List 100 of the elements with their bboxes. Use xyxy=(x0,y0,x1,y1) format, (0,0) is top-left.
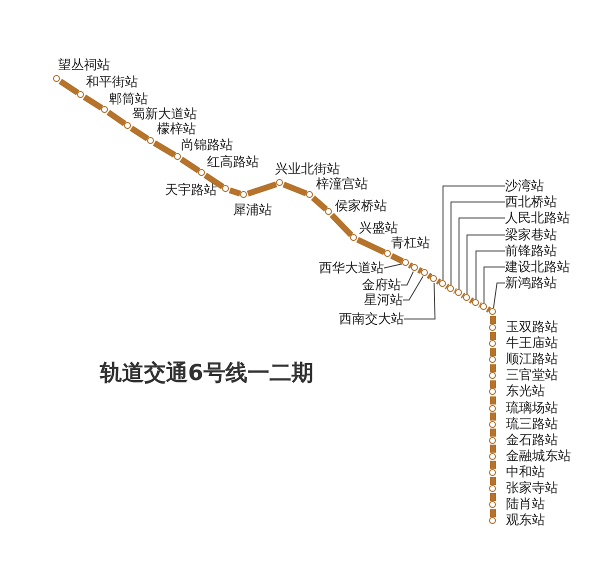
station-name: 金石路站 xyxy=(506,432,558,448)
rail-line-segment xyxy=(82,94,104,110)
station-dot xyxy=(101,106,108,113)
rail-line-segment xyxy=(228,187,242,197)
rail-line-segment xyxy=(180,156,200,174)
rail-line-segment xyxy=(282,182,308,196)
rail-line-segment xyxy=(490,348,496,356)
station-name: 和平街站 xyxy=(86,75,138,90)
station-name: 陆肖站 xyxy=(506,497,545,512)
station-dot xyxy=(489,308,496,315)
leader-line xyxy=(466,234,506,294)
leader-line xyxy=(400,271,414,286)
station-name: 梓潼宫站 xyxy=(316,177,368,192)
station-name: 侯家桥站 xyxy=(335,199,387,214)
station-dot xyxy=(489,404,496,412)
station-dot xyxy=(384,250,391,257)
station-name: 天宇路站 xyxy=(165,183,217,198)
station-dot xyxy=(480,303,487,310)
station-name: 郫筒站 xyxy=(109,92,148,107)
station-dot xyxy=(402,259,409,266)
station-name: 望丛祠站 xyxy=(58,58,110,73)
station-dot xyxy=(489,517,496,524)
station-dot xyxy=(489,485,496,492)
leader-line xyxy=(476,250,506,300)
station-dot xyxy=(489,420,496,428)
rail-line-segment xyxy=(486,306,492,313)
station-name: 兴盛站 xyxy=(359,221,398,236)
station-dot xyxy=(325,208,332,215)
station-dot xyxy=(222,185,229,192)
station-dot xyxy=(463,294,470,301)
station-name: 顺江路站 xyxy=(506,352,558,368)
station-name: 红高路站 xyxy=(207,155,259,170)
station-name: 金融城东站 xyxy=(506,448,571,464)
station-name: 玉双路站 xyxy=(506,320,558,335)
station-name: 尚锦路站 xyxy=(181,138,233,153)
station-label: 前锋路站 xyxy=(505,244,557,258)
station-dot xyxy=(411,264,418,271)
leader-line xyxy=(402,276,424,300)
rail-line-segment xyxy=(417,267,423,274)
station-dot xyxy=(455,289,462,296)
station-name: 青杠站 xyxy=(391,236,430,251)
leader-line xyxy=(384,263,403,268)
rail-line-segment xyxy=(468,297,474,304)
rail-line-segment xyxy=(490,396,496,404)
station-dot xyxy=(306,191,313,198)
rail-line-segment xyxy=(490,316,496,324)
station-dot xyxy=(276,179,283,186)
station-dot xyxy=(489,501,496,508)
rail-line-segment xyxy=(490,332,496,340)
station-label: 金府站 xyxy=(362,278,401,292)
station-label: 西北桥站 xyxy=(505,194,557,210)
station-name: 东光站 xyxy=(506,384,545,400)
station-dot xyxy=(430,275,437,282)
station-dot xyxy=(350,234,357,241)
station-name: 琉璃场站 xyxy=(506,400,558,416)
station-name: 中和站 xyxy=(506,464,545,480)
rail-line-segment xyxy=(58,78,80,96)
station-dot xyxy=(489,436,496,444)
rail-line-segment xyxy=(490,364,496,372)
station-name: 兴业北街站 xyxy=(275,162,340,177)
station-label: 建设北路站 xyxy=(505,260,570,274)
leader-line xyxy=(404,282,436,320)
station-name: 观东站 xyxy=(506,513,545,528)
station-label: 西华大道站 xyxy=(319,260,384,276)
station-label: 新鸿路站 xyxy=(505,276,557,290)
station-label: 人民北路站 xyxy=(505,210,570,226)
station-name: 琉三路站 xyxy=(506,416,558,432)
rail-line-segment xyxy=(490,444,496,453)
rail-line-segment xyxy=(490,412,496,421)
station-name: 张家寺站 xyxy=(506,481,558,496)
rail-line-segment xyxy=(106,110,126,126)
station-name: 犀浦站 xyxy=(233,203,272,218)
rail-line-segment xyxy=(490,428,496,437)
leader-line xyxy=(493,282,506,308)
station-dot xyxy=(489,340,496,348)
rail-line-segment xyxy=(490,380,496,388)
station-dot xyxy=(124,122,131,129)
rail-line-segment xyxy=(490,476,496,485)
rail-line-segment xyxy=(130,126,150,142)
station-dot xyxy=(174,153,181,160)
rail-line-segment xyxy=(490,493,496,502)
station-name: 蜀新大道站 xyxy=(132,107,197,122)
station-dot xyxy=(439,280,446,287)
station-dot xyxy=(447,285,454,292)
rail-line-segment xyxy=(436,278,442,285)
station-label: 梁家巷站 xyxy=(505,228,557,242)
station-dot xyxy=(489,324,496,331)
rail-line-segment xyxy=(490,460,496,469)
rail-line-segment xyxy=(152,140,176,158)
station-dot xyxy=(53,75,60,82)
station-dot xyxy=(147,137,154,144)
station-dot xyxy=(489,388,496,396)
rail-line-segment xyxy=(204,172,224,190)
station-label: 西南交大站 xyxy=(339,312,404,326)
station-label: 星河站 xyxy=(364,292,403,308)
station-dot xyxy=(489,356,496,364)
station-dot xyxy=(198,169,205,176)
station-dot xyxy=(240,191,247,198)
rail-line-segment xyxy=(426,272,432,280)
rail-line-segment xyxy=(311,195,328,212)
